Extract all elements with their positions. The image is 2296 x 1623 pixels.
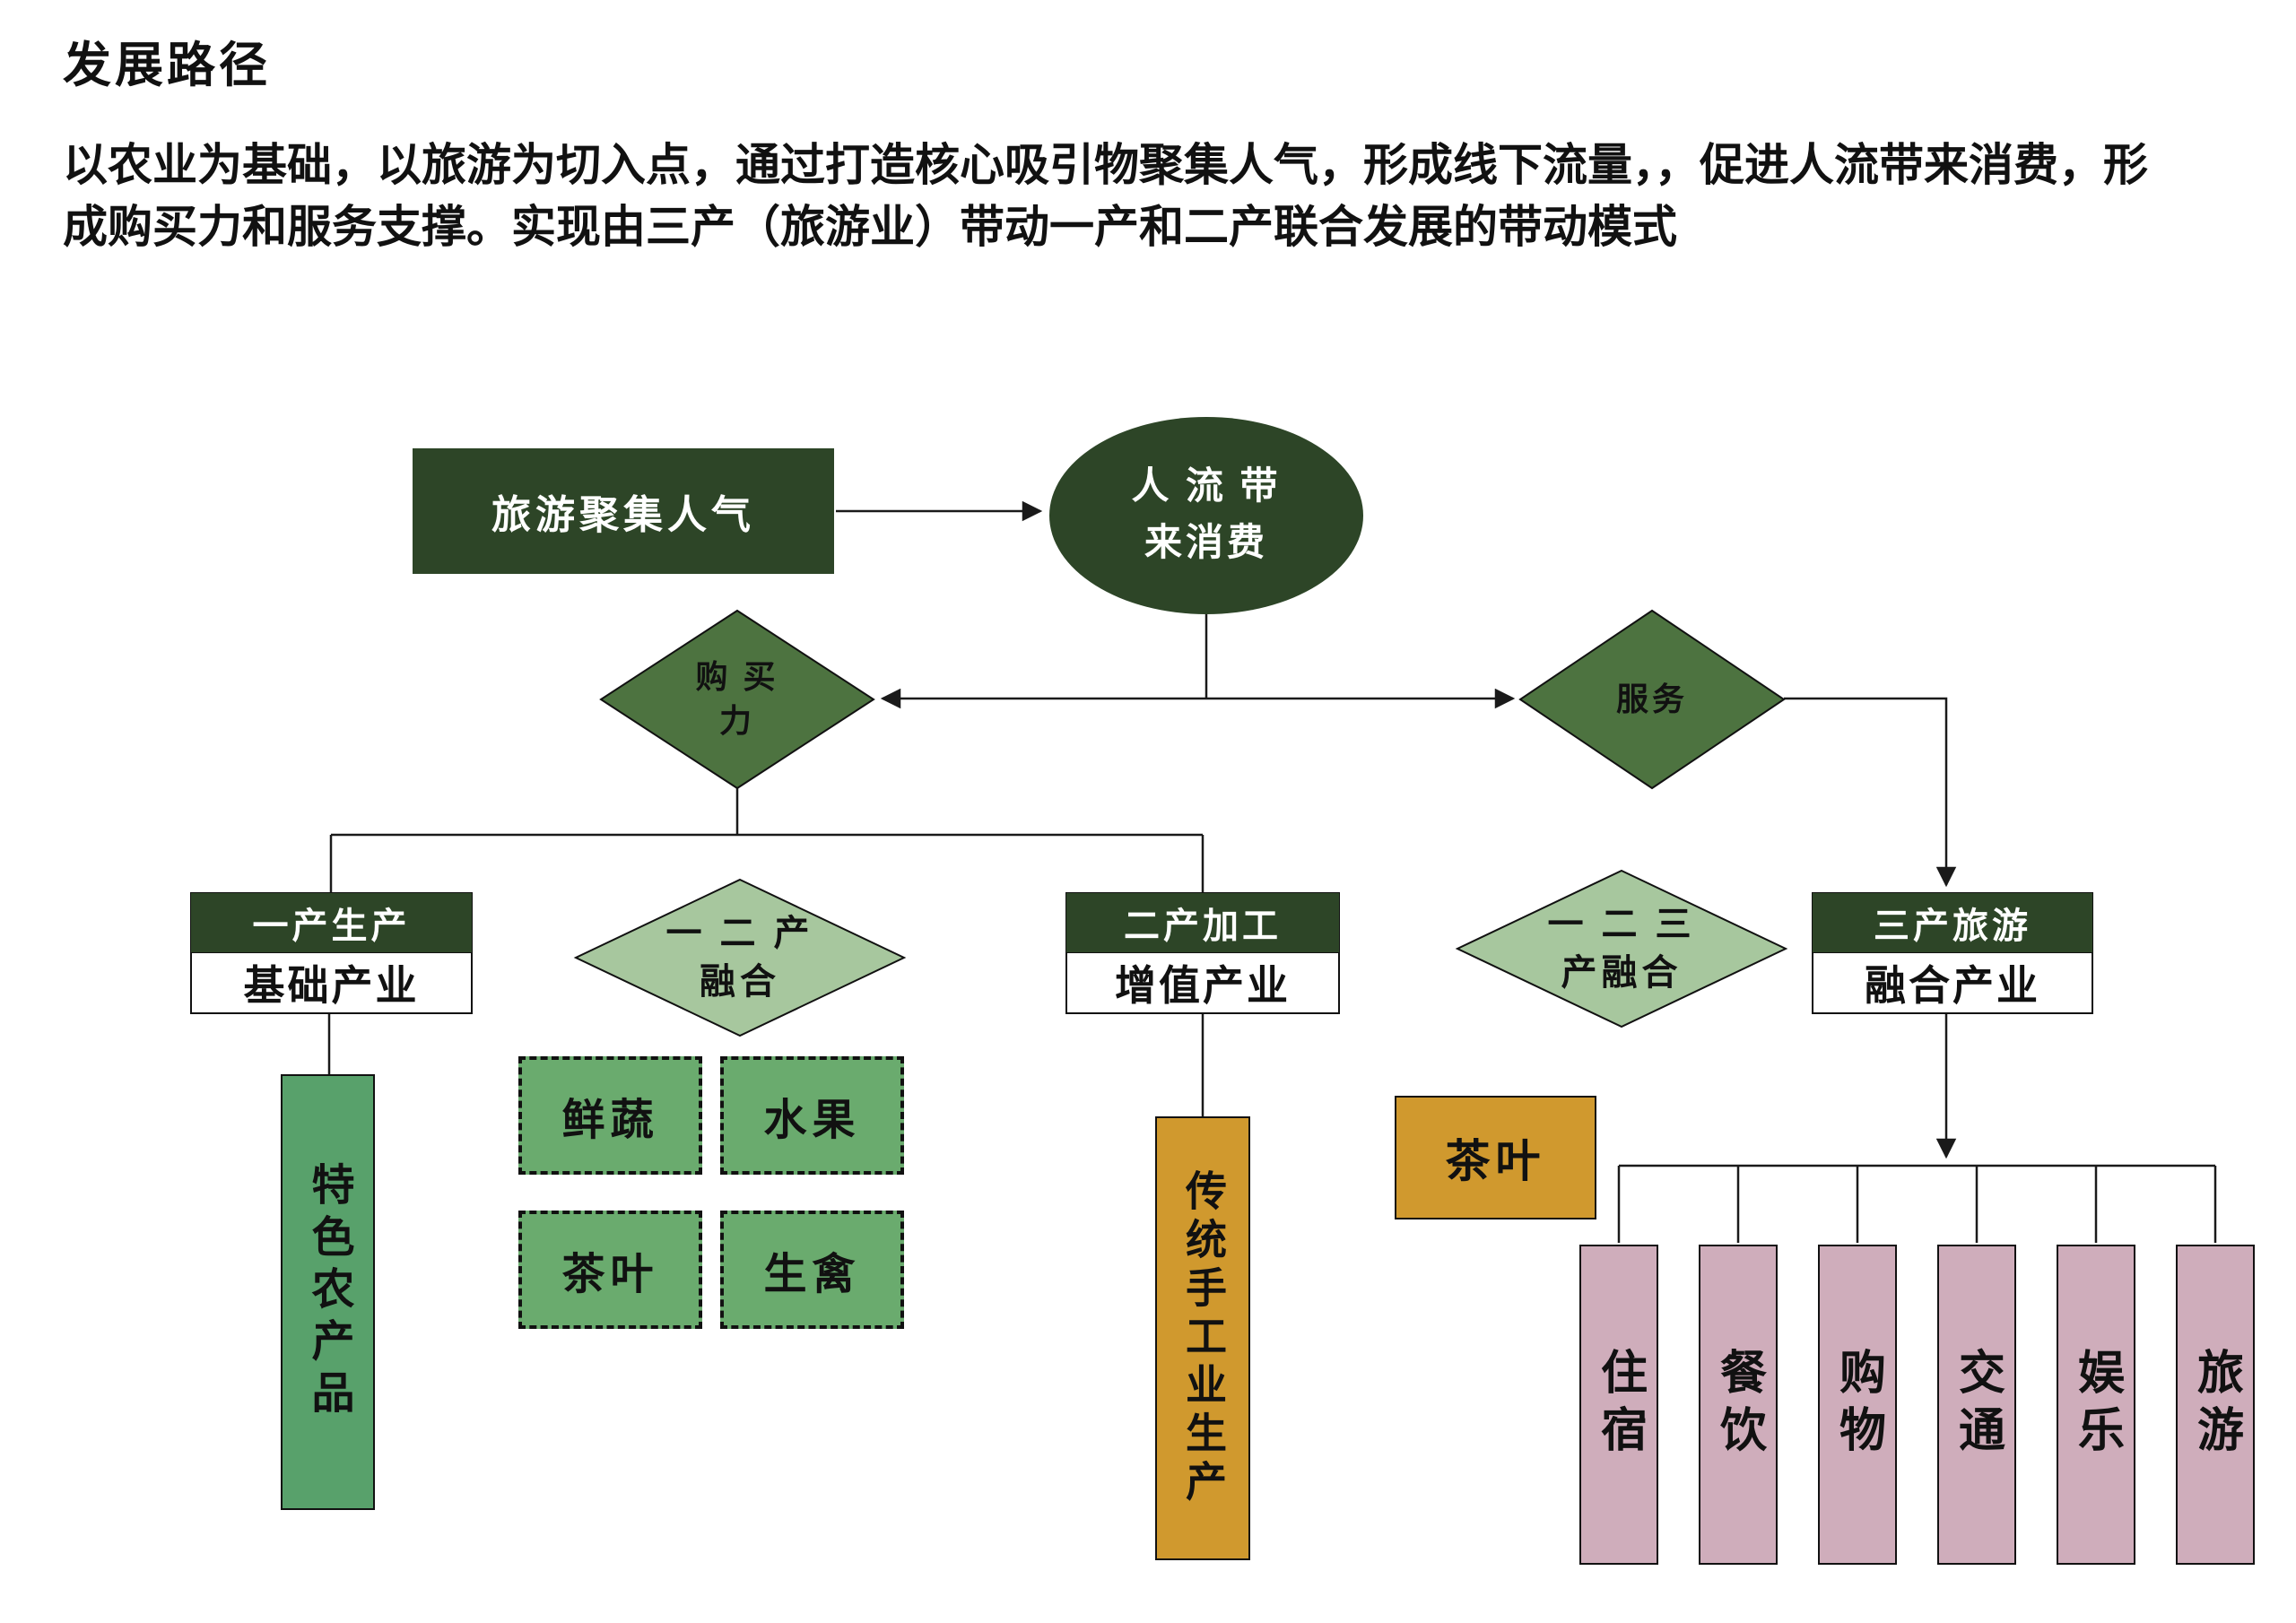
fusion123-line2: 产融合 xyxy=(1561,952,1683,993)
page-title: 发展路径 xyxy=(63,39,271,92)
service-diamond-label: 服务 xyxy=(1520,677,1784,722)
product-box-tea: 茶叶 xyxy=(518,1211,702,1329)
product-box-fruit: 水果 xyxy=(720,1056,904,1175)
purchasing-line1: 购 买 xyxy=(695,659,779,696)
primary-industry-header: 一产生产 xyxy=(190,892,473,953)
tertiary-bar-lodging: 住宿 xyxy=(1579,1245,1658,1565)
tertiary-industry-box: 三产旅游 融合产业 xyxy=(1812,892,2093,1014)
tourism-box: 旅游聚集人气 xyxy=(413,448,834,574)
fusion123-diamond-shape xyxy=(1455,869,1788,1028)
consumption-line2: 来消费 xyxy=(1144,523,1268,564)
primary-industry-box: 一产生产 基础产业 xyxy=(190,892,473,1014)
service-diamond-shape xyxy=(1518,609,1786,790)
purchasing-diamond-shape xyxy=(599,609,875,790)
tertiary-bar-transport: 交通 xyxy=(1937,1245,2016,1565)
tertiary-bar-dining: 餐饮 xyxy=(1699,1245,1778,1565)
connector-service-to-tertiary xyxy=(1784,697,1957,888)
tertiary-bar-shopping: 购物 xyxy=(1818,1245,1897,1565)
consumption-line1: 人 流 带 xyxy=(1131,466,1282,508)
product-box-poultry: 生禽 xyxy=(720,1211,904,1329)
consumption-ellipse: 人 流 带 来消费 xyxy=(1049,417,1363,614)
tertiary-bar-tourism: 旅游 xyxy=(2176,1245,2255,1565)
primary-industry-body: 基础产业 xyxy=(190,953,473,1014)
tertiary-industry-header: 三产旅游 xyxy=(1812,892,2093,953)
service-label: 服务 xyxy=(1615,681,1688,717)
secondary-industry-body: 增值产业 xyxy=(1065,953,1340,1014)
secondary-industry-header: 二产加工 xyxy=(1065,892,1340,953)
special-agri-products-bar: 特色农产品 xyxy=(281,1074,375,1510)
handicraft-production-bar: 传统手工业生产 xyxy=(1155,1116,1250,1560)
connectors xyxy=(327,500,2217,1243)
fusion123-line1: 一 二 三 xyxy=(1547,904,1696,944)
fusion12-diamond-shape xyxy=(573,878,907,1037)
fusion123-diamond-label: 一 二 三 产融合 xyxy=(1457,886,1786,1011)
purchasing-diamond-label: 购 买 力 xyxy=(601,647,874,751)
fusion12-line2: 融合 xyxy=(700,961,780,1002)
tertiary-industry-body: 融合产业 xyxy=(1812,953,2093,1014)
fusion12-line1: 一 二 产 xyxy=(665,913,814,953)
tea-orange-box: 茶叶 xyxy=(1395,1096,1596,1219)
tertiary-bar-entertainment: 娱乐 xyxy=(2057,1245,2135,1565)
intro-paragraph: 以农业为基础，以旅游为切入点，通过打造核心吸引物聚集人气，形成线下流量，，促进人… xyxy=(63,140,2148,252)
secondary-industry-box: 二产加工 增值产业 xyxy=(1065,892,1340,1014)
fusion12-diamond-label: 一 二 产 融合 xyxy=(576,895,904,1020)
product-box-vegetables: 鲜蔬 xyxy=(518,1056,702,1175)
purchasing-line2: 力 xyxy=(718,703,755,739)
